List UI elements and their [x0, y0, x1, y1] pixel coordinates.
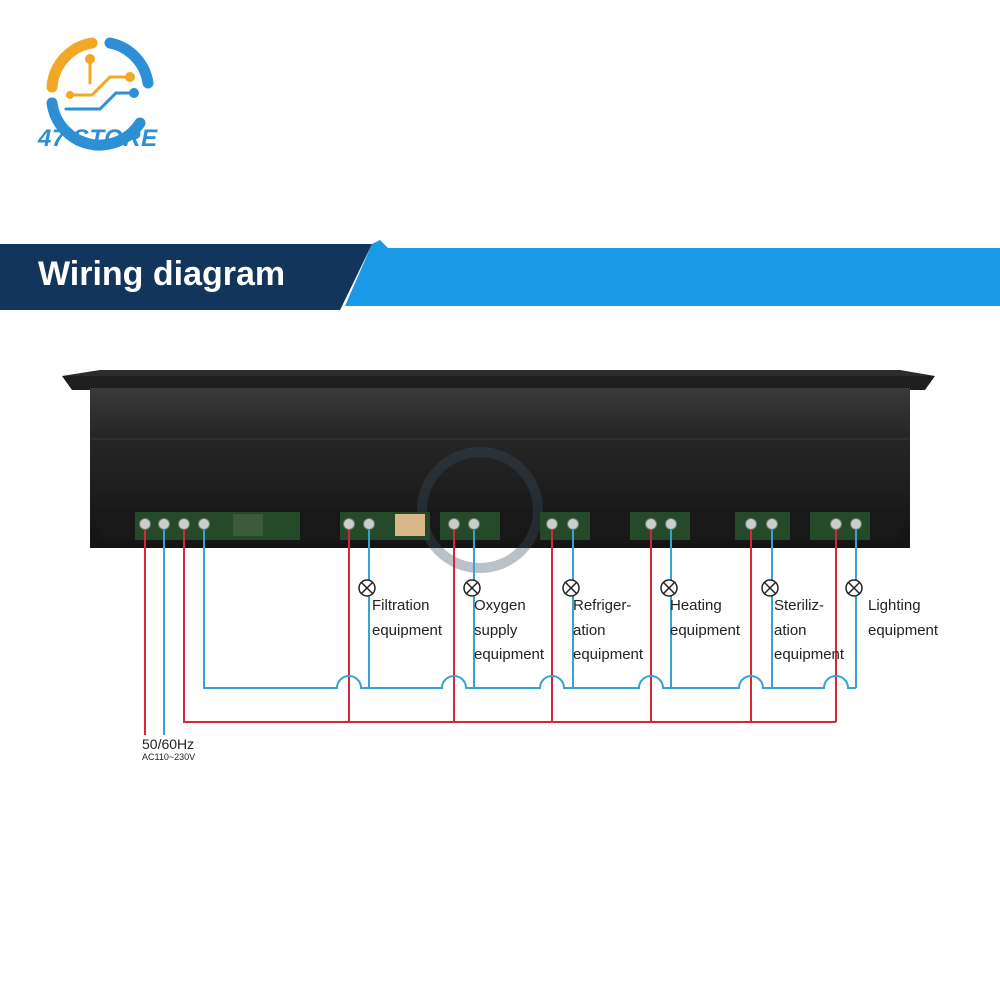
page-title: Wiring diagram — [38, 255, 286, 293]
lamp-cross-icon — [660, 579, 678, 597]
load-label-oxygen: Oxygen supply equipment — [474, 597, 545, 663]
lamp-cross-icon — [358, 579, 376, 597]
supply-voltage-label: AC110~230V — [142, 752, 196, 762]
title-banner — [0, 240, 1000, 310]
load-label-filtration: Filtration equipment — [372, 597, 443, 639]
circuit-ring-logo-icon — [46, 37, 154, 151]
wiring-diagram — [62, 370, 935, 735]
load-label-heating: Heating equipment — [670, 597, 741, 639]
store-name: 47 STORE — [38, 125, 158, 152]
load-label-sterilization: Steriliz- ation equipment — [774, 597, 845, 663]
live-wire — [144, 530, 837, 735]
terminal-screws — [139, 518, 862, 530]
lamp-cross-icon — [463, 579, 481, 597]
banner-light-panel — [345, 240, 1000, 306]
lamp-cross-icon — [761, 579, 779, 597]
supply-frequency-label: 50/60Hz — [142, 736, 195, 752]
neutral-wire — [163, 530, 857, 735]
lamp-cross-icon — [562, 579, 580, 597]
load-label-refrigeration: Refriger- ation equipment — [573, 597, 644, 663]
load-label-lighting: Lighting equipment — [868, 597, 939, 639]
lamp-cross-icon — [845, 579, 863, 597]
terminal-strip — [135, 512, 870, 540]
